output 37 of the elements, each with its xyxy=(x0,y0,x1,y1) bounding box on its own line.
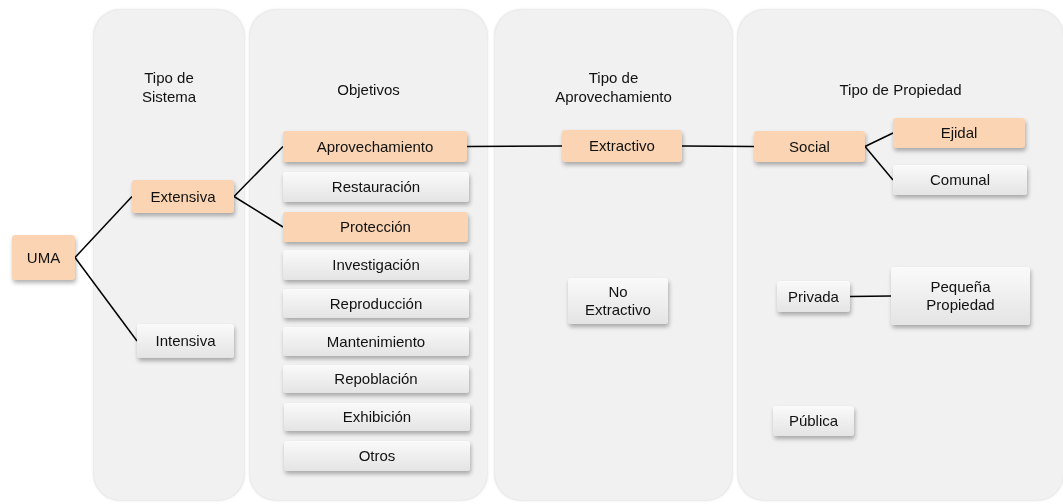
connector-line xyxy=(864,132,894,148)
category-box: No Extractivo xyxy=(568,278,668,324)
column-panel xyxy=(94,10,244,500)
column-heading: Objetivos xyxy=(336,80,401,99)
category-box: Exhibición xyxy=(284,403,470,431)
category-box: Extensiva xyxy=(132,180,234,213)
column-heading: Tipo de Propiedad xyxy=(838,80,963,99)
connector-line xyxy=(466,145,563,148)
category-box: Mantenimiento xyxy=(283,327,469,356)
category-box: Pequeña Propiedad xyxy=(891,267,1030,325)
connector-line xyxy=(849,295,892,298)
column-panel xyxy=(738,10,1063,500)
category-box: Reproducción xyxy=(283,289,469,318)
column-panel xyxy=(495,10,732,500)
category-box: Aprovechamiento xyxy=(283,131,467,162)
category-box: Ejidal xyxy=(893,118,1025,148)
category-box: Intensiva xyxy=(137,324,234,358)
connector-line xyxy=(233,145,284,198)
category-box: Investigación xyxy=(283,250,469,280)
category-box: Restauración xyxy=(283,172,469,202)
category-box: Pública xyxy=(773,406,854,436)
category-box: UMA xyxy=(12,235,75,280)
column-heading: Tipo de Aprovechamiento xyxy=(554,68,673,106)
category-box: Social xyxy=(754,131,865,162)
connector-line xyxy=(681,145,755,148)
category-box: Otros xyxy=(284,441,470,471)
category-box: Privada xyxy=(777,281,850,312)
category-box: Comunal xyxy=(893,165,1027,195)
connector-line xyxy=(74,256,138,342)
connector-line xyxy=(864,145,894,181)
category-box: Protección xyxy=(283,212,468,242)
category-box: Extractivo xyxy=(562,130,682,162)
column-heading: Tipo de Sistema xyxy=(140,68,198,106)
column-panel xyxy=(250,10,487,500)
category-box: Repoblación xyxy=(283,365,469,393)
connector-line xyxy=(233,195,284,228)
connector-line xyxy=(74,195,133,259)
